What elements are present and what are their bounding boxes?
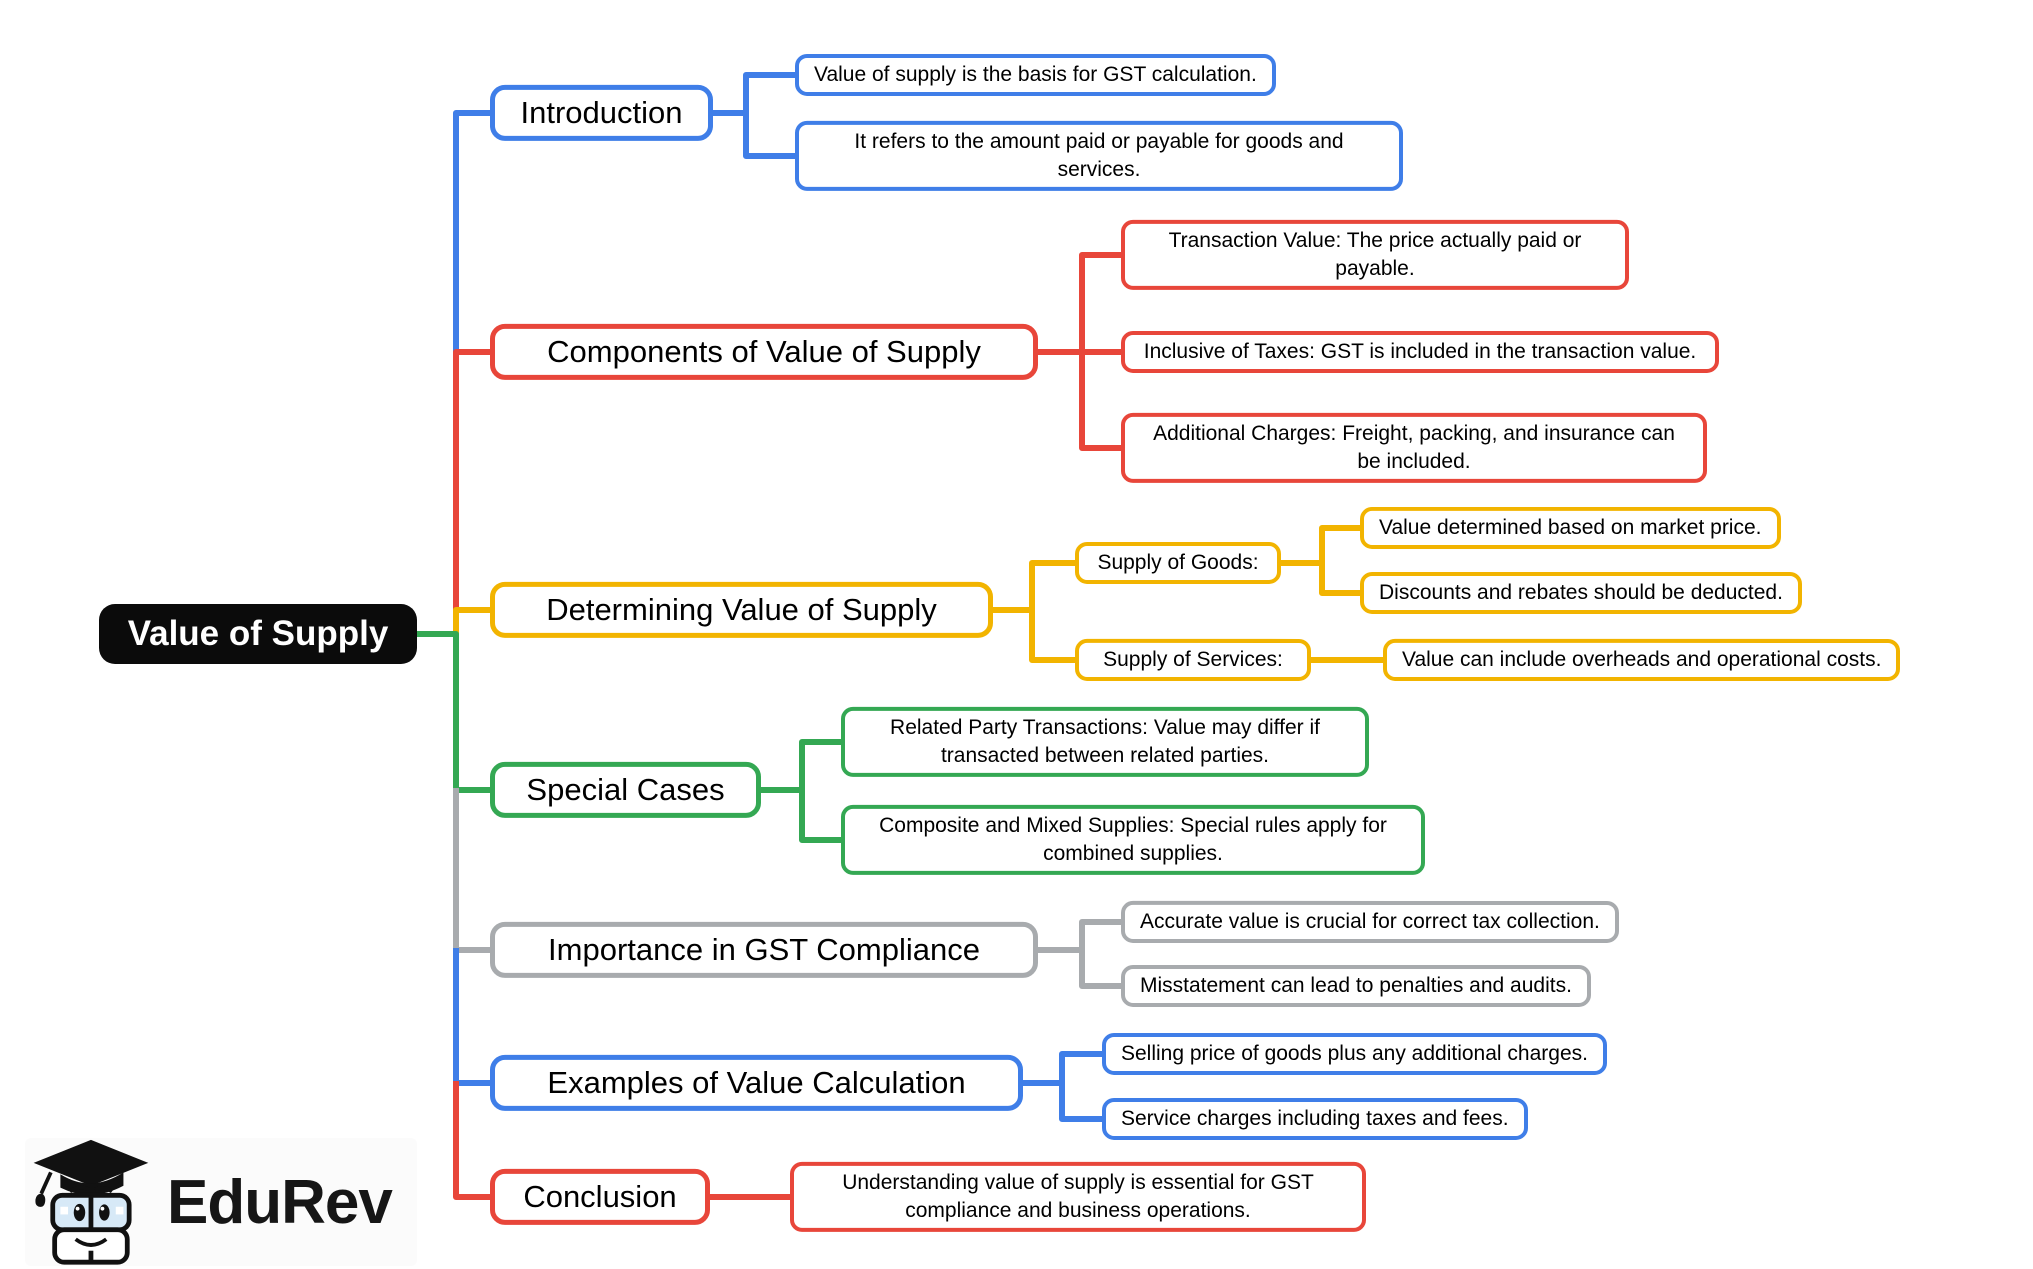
connector-goods-leaves (1281, 525, 1360, 596)
connector-importance-leaves (1038, 919, 1121, 989)
connector-trunk-examples (453, 948, 492, 1086)
leaf-node: Composite and Mixed Supplies: Special ru… (841, 804, 1425, 876)
leaf-node: Value determined based on market price. (1360, 506, 1781, 550)
branch-node-components: Components of Value of Supply (490, 323, 1038, 381)
connector-examples-leaves (1023, 1051, 1102, 1122)
leaf-node: Selling price of goods plus any addition… (1102, 1032, 1607, 1076)
connector-determining-children (993, 560, 1075, 663)
edurev-wordmark: EduRev (167, 1167, 393, 1237)
connector-introduction-leaves (713, 72, 795, 159)
leaf-node: Related Party Transactions: Value may di… (841, 706, 1369, 778)
leaf-node: Misstatement can lead to penalties and a… (1121, 964, 1591, 1008)
branch-node-determining: Determining Value of Supply (490, 581, 993, 639)
connector-trunk-introduction (453, 110, 492, 354)
branch-node-introduction: Introduction (490, 84, 713, 142)
leaf-node: Inclusive of Taxes: GST is included in t… (1121, 330, 1719, 374)
connector-special-leaves (761, 739, 841, 843)
leaf-node: Value can include overheads and operatio… (1383, 638, 1901, 682)
connector-trunk-determining (453, 607, 492, 634)
leaf-node: Service charges including taxes and fees… (1102, 1097, 1528, 1141)
branch-node-examples: Examples of Value Calculation (490, 1054, 1023, 1112)
leaf-node: Understanding value of supply is essenti… (790, 1161, 1366, 1233)
branch-node-special-cases: Special Cases (490, 761, 761, 819)
leaf-node: Accurate value is crucial for correct ta… (1121, 900, 1619, 944)
branch-node-importance: Importance in GST Compliance (490, 921, 1038, 979)
branch-node-conclusion: Conclusion (490, 1168, 710, 1226)
leaf-node: It refers to the amount paid or payable … (795, 120, 1403, 192)
leaf-node: Transaction Value: The price actually pa… (1121, 219, 1629, 291)
edurev-mascot-icon (33, 1139, 149, 1265)
subbranch-node-supply-of-goods: Supply of Goods: (1075, 541, 1281, 585)
connector-components-leaves (1038, 252, 1121, 451)
subbranch-node-supply-of-services: Supply of Services: (1075, 638, 1311, 682)
root-node: Value of Supply (99, 604, 417, 664)
connector-trunk-components (453, 349, 492, 610)
connector-trunk-importance (453, 788, 492, 953)
edurev-logo: EduRev (25, 1138, 417, 1266)
connector-trunk-conclusion (453, 1081, 492, 1200)
leaf-node: Value of supply is the basis for GST cal… (795, 53, 1276, 97)
leaf-node: Additional Charges: Freight, packing, an… (1121, 412, 1707, 484)
leaf-node: Discounts and rebates should be deducted… (1360, 571, 1802, 615)
connector-trunk-special-cases (414, 631, 492, 793)
